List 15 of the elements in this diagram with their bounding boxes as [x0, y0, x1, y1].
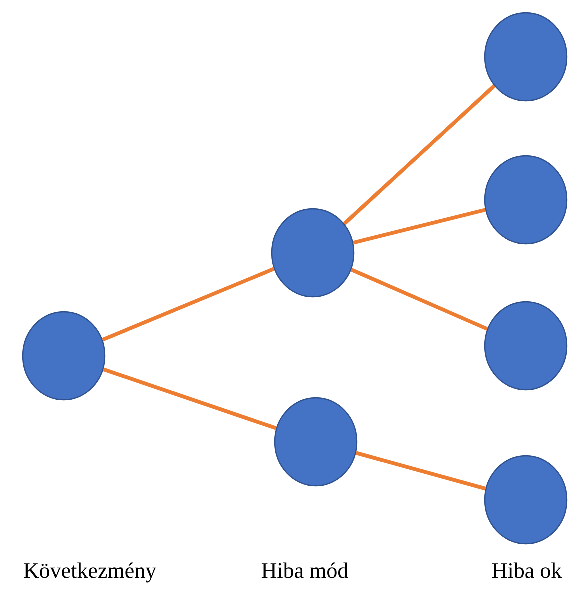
column-label: Következmény [24, 562, 157, 583]
circle-node [22, 311, 106, 401]
circle-node [484, 455, 568, 545]
connector-line [343, 84, 496, 226]
circle-node [484, 12, 568, 102]
connector-line [102, 267, 275, 342]
connector-line [356, 451, 486, 491]
column-label: Hiba mód [262, 562, 348, 578]
connector-line [353, 208, 486, 245]
circle-node [484, 155, 568, 245]
connector-line [103, 368, 277, 430]
circle-node [484, 301, 568, 391]
circle-node [274, 397, 358, 487]
connector-line [350, 268, 488, 331]
circle-node [271, 208, 355, 298]
